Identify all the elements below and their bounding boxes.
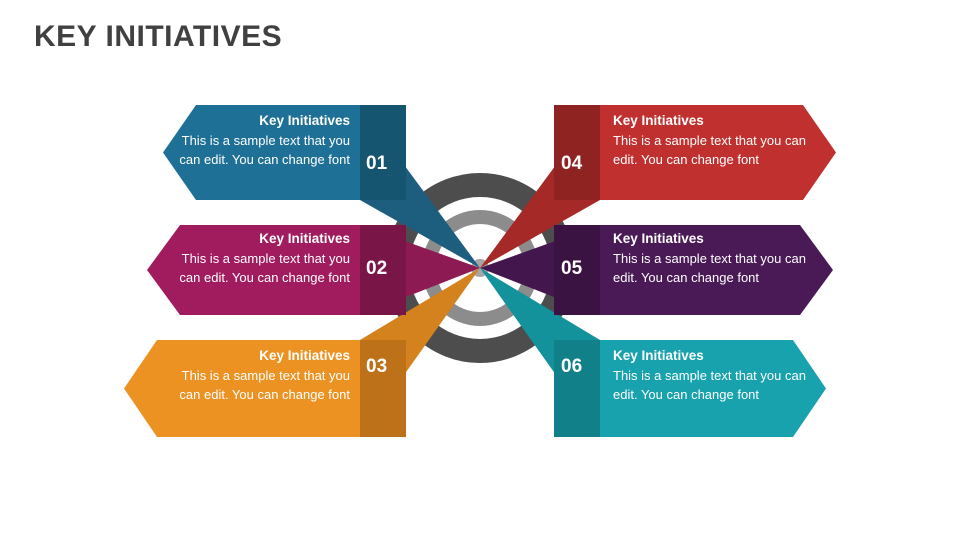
banner-02-shape[interactable] xyxy=(147,225,360,315)
banner-06[interactable] xyxy=(554,340,826,437)
banner-01-shape[interactable] xyxy=(163,105,360,200)
banner-05-number-tab xyxy=(554,225,600,315)
banner-02[interactable] xyxy=(147,225,406,315)
page-title: KEY INITIATIVES xyxy=(34,20,283,53)
banner-04[interactable] xyxy=(554,105,836,200)
banner-05[interactable] xyxy=(554,225,833,315)
banner-03[interactable] xyxy=(124,340,406,437)
banner-06-number-tab xyxy=(554,340,600,437)
banner-04-number-tab xyxy=(554,105,600,200)
banner-01-number-tab xyxy=(360,105,406,200)
banner-03-number-tab xyxy=(360,340,406,437)
banner-01[interactable] xyxy=(163,105,406,200)
banner-06-shape[interactable] xyxy=(600,340,826,437)
banner-02-number-tab xyxy=(360,225,406,315)
banner-03-shape[interactable] xyxy=(124,340,360,437)
banner-04-shape[interactable] xyxy=(600,105,836,200)
banner-05-shape[interactable] xyxy=(600,225,833,315)
